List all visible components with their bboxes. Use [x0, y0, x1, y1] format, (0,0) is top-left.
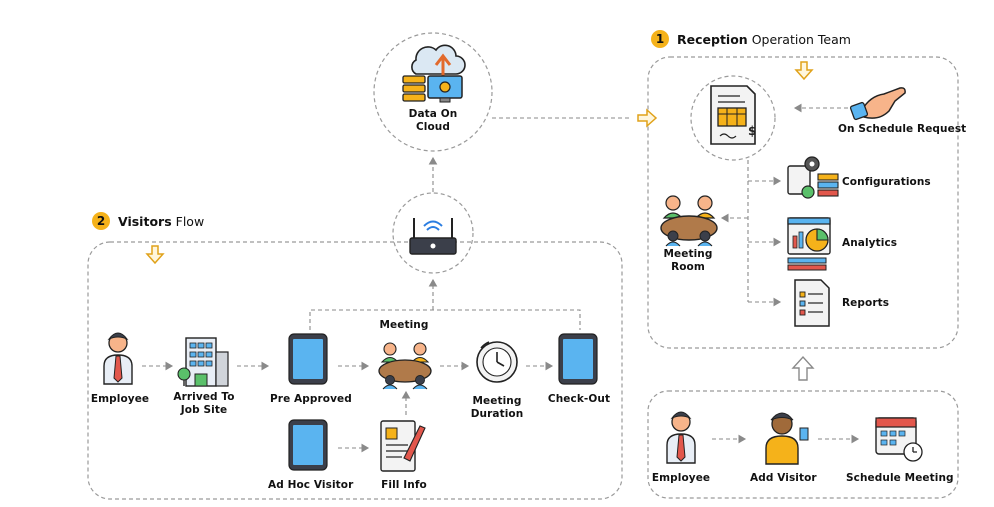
visitors-title-rest: Flow	[175, 213, 205, 229]
stopwatch-icon	[476, 341, 518, 383]
reception-title-rest: Operation Team	[751, 31, 851, 47]
on-schedule-request-label: On Schedule Request	[838, 123, 967, 135]
meeting-duration-label: Meeting Duration	[470, 395, 524, 420]
employee-icon	[103, 332, 133, 385]
step-badge: 2	[92, 212, 110, 230]
document-icon: $	[710, 85, 756, 145]
configurations-label: Configurations	[842, 176, 931, 188]
meeting-room-icon	[660, 195, 718, 247]
router-icon	[409, 218, 457, 255]
tablet-icon	[558, 333, 598, 385]
meeting-label: Meeting	[379, 319, 429, 331]
fill-info-label: Fill Info	[381, 479, 427, 491]
reception-title-bold: Reception	[677, 31, 748, 47]
check-out-label: Check-Out	[547, 393, 611, 405]
reports-icon	[794, 279, 830, 327]
visitors-title-bold: Visitors	[118, 213, 172, 229]
analytics-icon	[787, 217, 831, 271]
step-badge: 1	[651, 30, 669, 48]
hand-icon	[849, 87, 906, 121]
form-icon	[380, 420, 426, 472]
add-visitor-label: Add Visitor	[750, 472, 817, 484]
visitor-icon	[765, 412, 809, 465]
reports-label: Reports	[842, 297, 890, 309]
employee-label: Employee	[90, 393, 150, 405]
configurations-icon	[787, 156, 839, 199]
analytics-label: Analytics	[842, 237, 898, 249]
tablet-icon	[288, 333, 328, 385]
bottom-panel	[647, 390, 959, 499]
tablet-icon	[288, 419, 328, 471]
cloud-server-icon	[402, 44, 466, 103]
right-arrow-icon	[637, 108, 658, 128]
arrived-label: Arrived To Job Site	[173, 391, 235, 416]
reception-title: 1 Reception Operation Team	[651, 30, 851, 48]
employee-icon	[666, 411, 696, 464]
down-arrow-icon	[794, 61, 814, 81]
down-arrow-icon	[145, 245, 165, 265]
reception-panel	[647, 56, 959, 349]
doc-circle	[690, 75, 776, 161]
meeting-icon	[378, 342, 432, 390]
building-icon	[177, 337, 229, 387]
router-circle	[392, 192, 474, 274]
cloud-circle	[373, 32, 493, 152]
visitors-title: 2 Visitors Flow	[92, 212, 204, 230]
schedule-meeting-label: Schedule Meeting	[846, 472, 954, 484]
meeting-room-label: Meeting Room	[663, 248, 713, 273]
up-arrow-icon	[791, 355, 815, 381]
calendar-icon	[875, 417, 923, 462]
pre-approved-label: Pre Approved	[270, 393, 352, 405]
visitors-panel	[87, 241, 623, 500]
ad-hoc-visitor-label: Ad Hoc Visitor	[268, 479, 354, 491]
svg-text:$: $	[748, 124, 756, 138]
cloud-label: Data On Cloud	[408, 108, 458, 133]
bottom-employee-label: Employee	[651, 472, 711, 484]
